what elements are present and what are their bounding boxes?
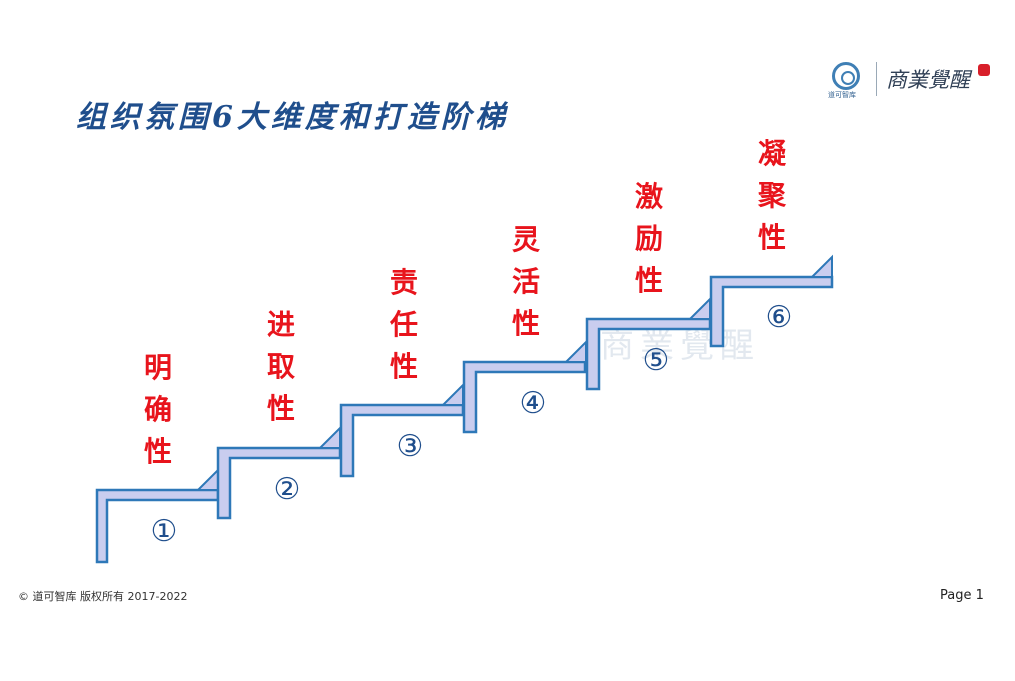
watermark-text: 商業覺醒 bbox=[600, 326, 760, 366]
logo-brand-name: 商業覺醒 bbox=[886, 68, 970, 92]
page-title: 组织氛围6大维度和打造阶梯 bbox=[76, 100, 509, 135]
step-attribute-6: 凝聚性 bbox=[757, 137, 786, 254]
step-number-6: ⑥ bbox=[765, 300, 793, 335]
footer-copyright: © 道可智库 版权所有 2017-2022 bbox=[18, 590, 188, 603]
step-number-3: ③ bbox=[396, 429, 424, 464]
step-6 bbox=[709, 254, 834, 348]
step-1-arrow bbox=[195, 467, 219, 491]
step-6-shape bbox=[709, 275, 834, 348]
step-attribute-4: 灵活性 bbox=[511, 223, 540, 340]
step-5-arrow bbox=[687, 296, 711, 320]
step-number-2: ② bbox=[273, 472, 301, 507]
step-3-arrow bbox=[440, 382, 464, 406]
swirl-logo-icon bbox=[832, 62, 860, 90]
step-number-1: ① bbox=[150, 514, 178, 549]
step-2-arrow bbox=[317, 425, 341, 449]
red-seal-icon bbox=[978, 64, 990, 76]
step-number-4: ④ bbox=[519, 386, 547, 421]
step-4-shape bbox=[462, 360, 587, 434]
step-6-arrow bbox=[809, 254, 833, 278]
brand-logo: 道可智库 商業覺醒 bbox=[828, 60, 1002, 100]
step-attribute-1: 明确性 bbox=[143, 351, 172, 468]
step-attribute-2: 进取性 bbox=[266, 308, 295, 425]
logo-subtitle: 道可智库 bbox=[828, 91, 856, 99]
step-4-arrow bbox=[563, 339, 587, 363]
step-attribute-5: 激励性 bbox=[634, 180, 663, 297]
logo-divider bbox=[876, 62, 877, 96]
step-attribute-3: 责任性 bbox=[389, 266, 418, 383]
step-number-5: ⑤ bbox=[642, 343, 670, 378]
page-number: Page 1 bbox=[940, 588, 984, 603]
